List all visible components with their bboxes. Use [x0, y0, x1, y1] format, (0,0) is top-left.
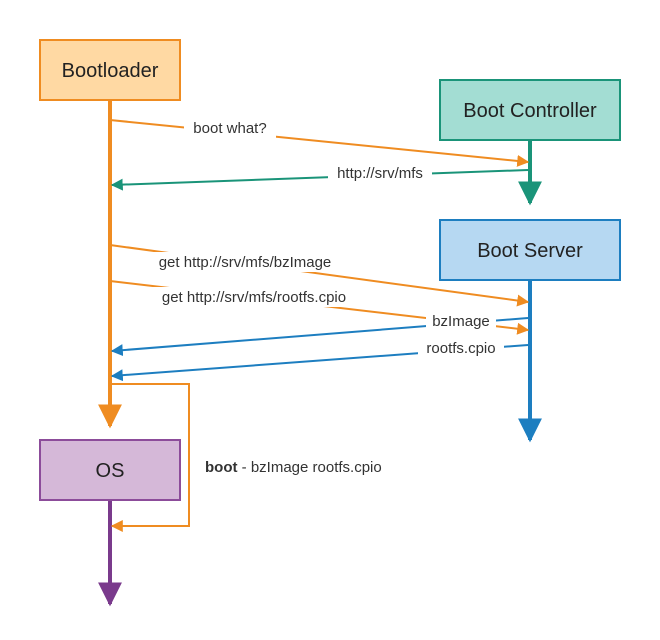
bootloader-label: Bootloader: [62, 60, 159, 82]
http-srv-mfs-label: http://srv/mfs: [337, 165, 423, 182]
bzimage-label: bzImage: [432, 313, 490, 330]
boot-server-box: Boot Server: [439, 219, 621, 281]
rootfs-label-bg: [418, 338, 504, 358]
os-box: OS: [39, 439, 181, 501]
boot-what-arrow: [109, 119, 530, 167]
boot-what-label: boot what?: [193, 120, 266, 137]
os-label: OS: [96, 460, 125, 482]
boot-note: boot - bzImage rootfs.cpio: [205, 459, 382, 476]
rootfs-label: rootfs.cpio: [426, 340, 495, 357]
boot-controller-label: Boot Controller: [463, 100, 597, 122]
boot-note-keyword: boot: [205, 459, 237, 476]
http-srv-mfs-arrow: [110, 169, 529, 191]
get-rootfs-label-bg: [144, 287, 364, 307]
get-rootfs-label: get http://srv/mfs/rootfs.cpio: [162, 289, 346, 306]
boot-controller-box: Boot Controller: [439, 79, 621, 141]
get-bzimage-label: get http://srv/mfs/bzImage: [159, 254, 332, 271]
get-bzimage-label-bg: [142, 252, 348, 272]
boot-what-label-bg: [184, 118, 276, 138]
boot-connector: [110, 383, 190, 532]
boot-note-args: - bzImage rootfs.cpio: [237, 459, 381, 476]
http-srv-mfs-label-bg: [328, 163, 432, 183]
boot-server-label: Boot Server: [477, 240, 583, 262]
bootloader-box: Bootloader: [39, 39, 181, 101]
bzimage-label-bg: [426, 311, 496, 331]
